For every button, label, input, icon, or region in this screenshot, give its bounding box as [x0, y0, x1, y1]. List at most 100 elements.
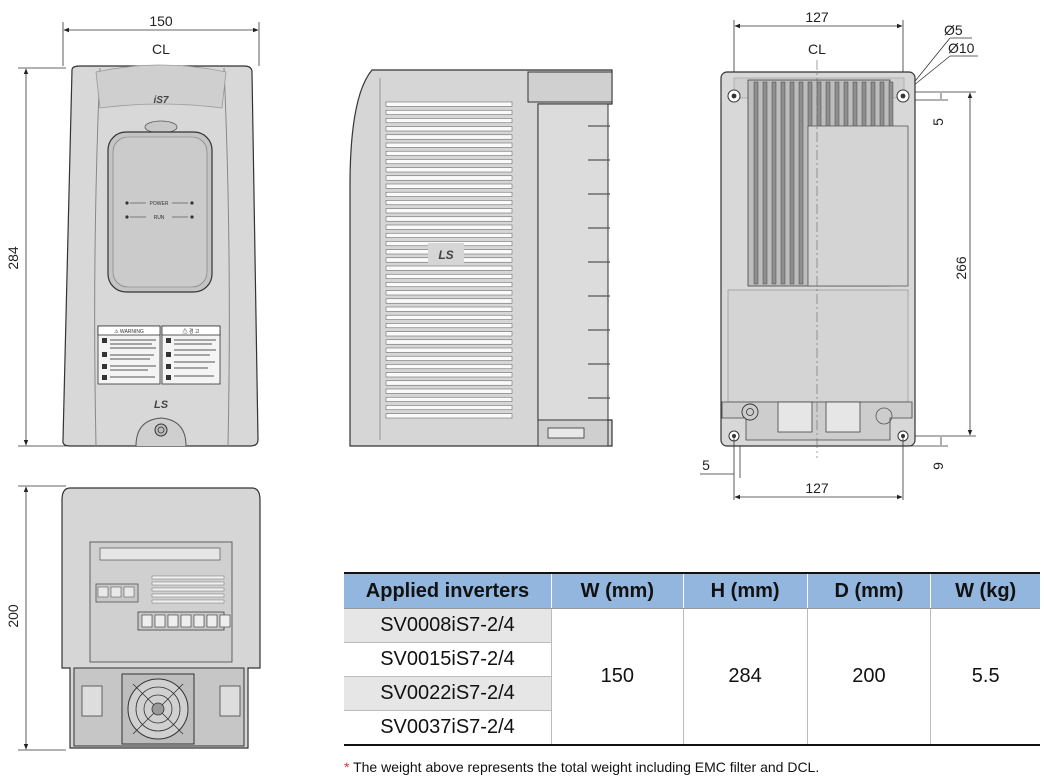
rear-bottom-offset-label: 9 [930, 462, 946, 470]
power-led-label: POWER [150, 201, 169, 207]
rear-centerline-label: CL [808, 41, 826, 57]
terminal-screw [206, 614, 218, 628]
korean-warning-title: ⚠ 경 고 [183, 328, 200, 335]
grille-slot [151, 587, 225, 592]
spec-table-header-row: Applied inverters W (mm) H (mm) D (mm) W… [344, 572, 1040, 609]
vent-slot [385, 396, 513, 402]
vent-slot [385, 413, 513, 419]
hole-spacing-label: 266 [953, 256, 969, 280]
heatsink-fin [789, 81, 795, 285]
width-value: 150 [551, 608, 684, 746]
header-weight: W (kg) [930, 572, 1040, 609]
height-value: 284 [682, 608, 808, 746]
bottom-depth-label: 200 [5, 604, 21, 628]
vent-slot [385, 118, 513, 124]
grille-slot [151, 581, 225, 586]
vent-slot [385, 200, 513, 206]
large-hole-label: Ø10 [948, 40, 975, 56]
footnote-text: The weight above represents the total we… [353, 759, 820, 775]
mounting-hole-top-right [896, 89, 910, 103]
spec-table: Applied inverters W (mm) H (mm) D (mm) W… [344, 572, 1040, 746]
bottom-view: 200 [5, 485, 261, 751]
terminal-screw [167, 614, 179, 628]
vent-slot [385, 175, 513, 181]
front-centerline-label: CL [152, 41, 170, 57]
bottom-vent-grille [97, 575, 225, 604]
terminal-screw [219, 614, 231, 628]
table-row: SV0008iS7-2/4 150 284 200 5.5 [344, 608, 1040, 746]
vent-slot [385, 142, 513, 148]
vent-slot [385, 183, 513, 189]
vent-slot [385, 355, 513, 361]
vent-slot [385, 167, 513, 173]
front-width-label: 150 [149, 13, 173, 29]
vent-slot [385, 298, 513, 304]
vent-slot [385, 314, 513, 320]
heatsink-fin [798, 81, 804, 285]
vent-slot [385, 290, 513, 296]
rear-view: 127 CL Ø5 Ø10 5 266 9 [700, 9, 978, 500]
ground-terminal [741, 403, 759, 421]
vent-slot [385, 339, 513, 345]
mounting-hole-top-left [727, 89, 741, 103]
weight-value: 5.5 [930, 608, 1040, 746]
vent-slot [385, 388, 513, 394]
heatsink-fin [780, 81, 786, 285]
grille-cell [97, 586, 109, 598]
grille-slot [151, 575, 225, 580]
vent-slot [385, 405, 513, 411]
vent-slot [385, 150, 513, 156]
vent-slot [385, 208, 513, 214]
vent-slot [385, 331, 513, 337]
vent-slot [385, 323, 513, 329]
vent-slot [385, 380, 513, 386]
rear-bottom-width-label: 127 [805, 480, 829, 496]
rear-left-offset-label: 5 [702, 457, 710, 473]
run-led-label: RUN [154, 215, 165, 221]
vent-slot [385, 159, 513, 165]
vent-slot [385, 216, 513, 222]
vent-slot [385, 134, 513, 140]
vent-slot [385, 109, 513, 115]
vent-slot [385, 191, 513, 197]
heatsink-fin [771, 81, 777, 285]
warning-title: ⚠ WARNING [114, 329, 144, 335]
vent-slot [385, 126, 513, 132]
vent-slot [385, 224, 513, 230]
header-depth: D (mm) [806, 572, 931, 609]
table-row: SV0037iS7-2/4 [344, 710, 1040, 746]
vent-slot [385, 364, 513, 370]
heatsink-fin [753, 81, 759, 285]
model-cell: SV0015iS7-2/4 [344, 642, 552, 677]
grille-cell [123, 586, 135, 598]
small-hole-label: Ø5 [944, 22, 963, 38]
header-height: H (mm) [682, 572, 808, 609]
vent-slot [385, 347, 513, 353]
front-view: 150 CL 284 iS7 POWER RUN ⚠ WARNING [5, 13, 260, 447]
rear-top-offset-label: 5 [930, 118, 946, 126]
depth-value: 200 [806, 608, 931, 746]
vent-slot [385, 306, 513, 312]
front-model-logo: iS7 [153, 95, 168, 106]
front-height-label: 284 [5, 246, 21, 270]
header-applied-inverters: Applied inverters [344, 572, 552, 609]
header-width: W (mm) [551, 572, 684, 609]
front-brand-logo: LS [154, 399, 169, 411]
rear-top-width-label: 127 [805, 9, 829, 25]
table-row: SV0015iS7-2/4 [344, 642, 1040, 677]
terminal-screw [154, 614, 166, 628]
grille-cell [110, 586, 122, 598]
grille-slot [151, 593, 225, 598]
side-brand-logo: LS [438, 248, 453, 262]
vent-slot [385, 273, 513, 279]
side-view: LS [349, 69, 613, 447]
table-row: SV0022iS7-2/4 [344, 676, 1040, 711]
vent-slot [385, 101, 513, 107]
terminal-screw [141, 614, 153, 628]
model-cell: SV0008iS7-2/4 [344, 608, 552, 643]
grille-slot [151, 599, 225, 604]
terminal-screw [180, 614, 192, 628]
heatsink-fin [762, 81, 768, 285]
terminal-screw [193, 614, 205, 628]
